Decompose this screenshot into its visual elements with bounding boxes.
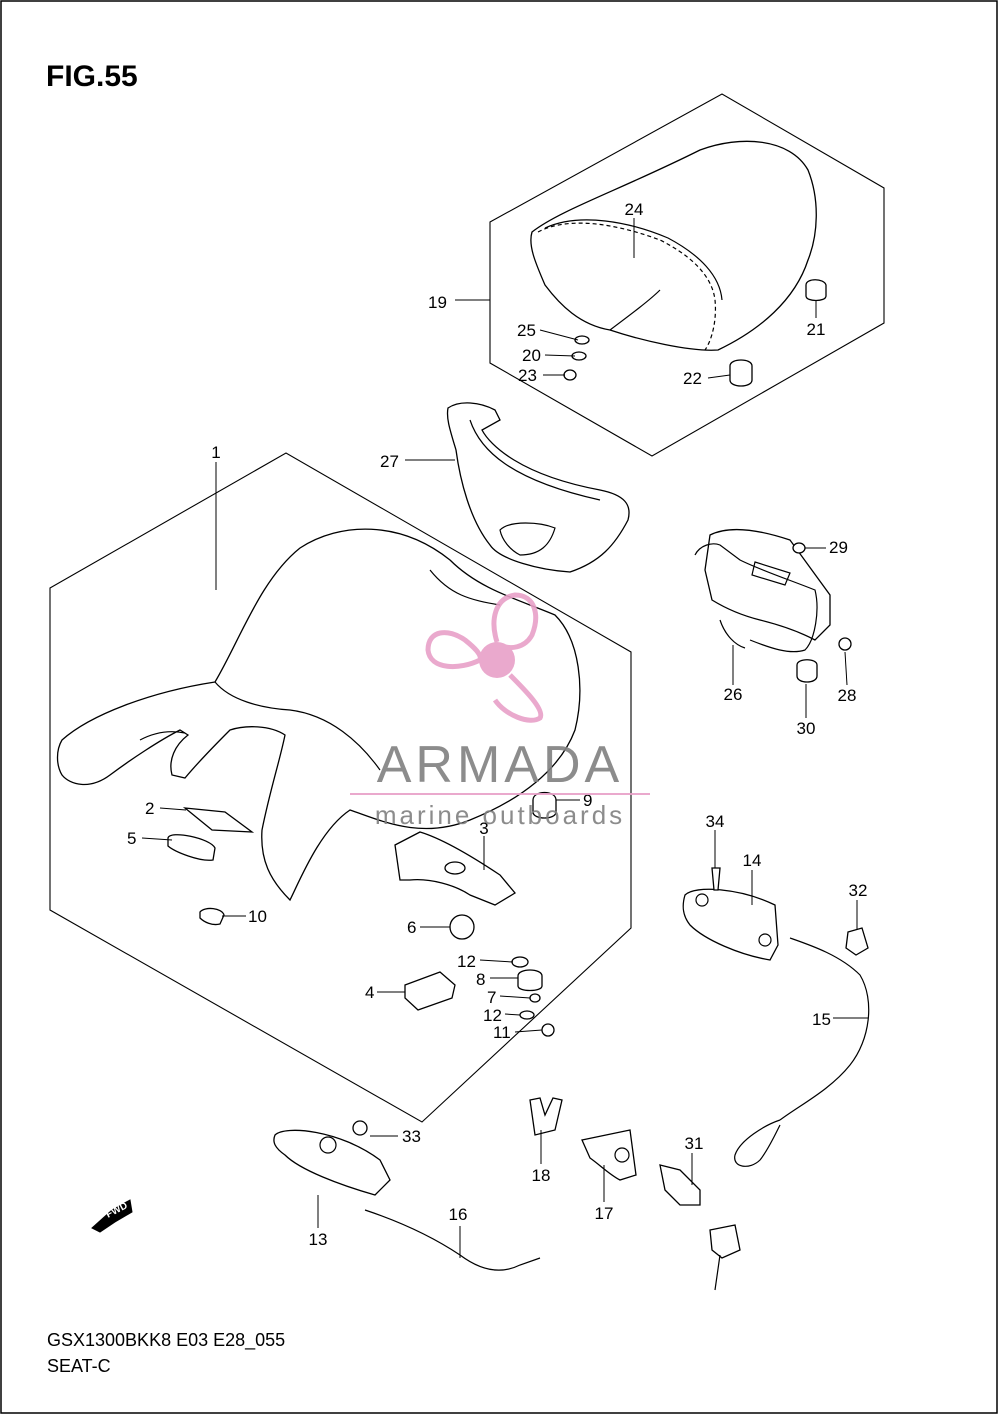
callout-23: 23 xyxy=(518,366,537,385)
collar-7 xyxy=(529,993,541,1003)
callout-11: 11 xyxy=(493,1023,511,1042)
model-code: GSX1300BKK8 E03 E28_055 xyxy=(47,1330,286,1350)
callout-27: 27 xyxy=(380,452,399,471)
cushion-30 xyxy=(796,659,818,683)
callout-32: 32 xyxy=(849,881,868,900)
callout-5: 5 xyxy=(127,829,136,848)
callout-2: 2 xyxy=(145,799,154,818)
callout-1: 1 xyxy=(211,443,220,462)
bracket-3-hole xyxy=(444,861,466,875)
callout-16: 16 xyxy=(449,1205,468,1224)
callout-19: 19 xyxy=(428,293,447,312)
callout-21: 21 xyxy=(807,320,826,339)
key-31-head xyxy=(709,1224,741,1259)
leader-lines xyxy=(141,218,868,1258)
holder-18 xyxy=(529,1097,563,1136)
watermark-brand: ARMADA xyxy=(377,736,623,794)
callout-22: 22 xyxy=(683,369,702,388)
seat-lock-14-hole xyxy=(695,893,709,907)
callout-10: 10 xyxy=(248,907,267,926)
seat-cowl-part xyxy=(530,140,817,351)
washer-12-upper xyxy=(511,956,529,968)
callout-12-lower: 12 xyxy=(483,1006,502,1025)
nut-23 xyxy=(563,369,577,381)
callout-labels: 1 2 3 4 5 6 7 8 9 10 11 12 12 13 14 15 1… xyxy=(127,200,867,1249)
screw-34 xyxy=(711,867,721,891)
armada-watermark: ARMADA marine outboards xyxy=(350,592,650,830)
key-31-blade xyxy=(714,1254,721,1291)
grommet-10 xyxy=(199,907,225,926)
callout-9: 9 xyxy=(583,791,592,810)
callout-30: 30 xyxy=(797,719,816,738)
clamp-32 xyxy=(845,927,869,956)
callout-4: 4 xyxy=(365,983,374,1002)
cable-15 xyxy=(779,937,870,1121)
callout-8: 8 xyxy=(476,970,485,989)
tail-cover-part xyxy=(446,402,630,573)
washer-12-lower xyxy=(519,1010,535,1020)
cushion-8 xyxy=(517,969,543,992)
callout-33: 33 xyxy=(402,1127,421,1146)
bolt-28 xyxy=(838,637,852,651)
bracket-17-hole xyxy=(614,1147,630,1163)
callout-20: 20 xyxy=(522,346,541,365)
watermark-tagline: marine outboards xyxy=(375,800,625,830)
fwd-arrow: FWD xyxy=(91,1199,133,1233)
callout-29: 29 xyxy=(829,538,848,557)
callout-12-upper: 12 xyxy=(457,952,476,971)
washer-25 xyxy=(574,335,590,345)
callout-6: 6 xyxy=(407,918,416,937)
seat-lock-13 xyxy=(273,1129,391,1196)
seat-part xyxy=(56,528,581,902)
callout-17: 17 xyxy=(595,1204,614,1223)
cushion-4 xyxy=(404,971,456,1011)
bolt-33 xyxy=(352,1120,368,1136)
cushion-22 xyxy=(729,359,753,387)
handle-bracket-part xyxy=(694,528,831,653)
callout-31: 31 xyxy=(685,1134,704,1153)
group-frame-19 xyxy=(489,93,885,457)
callout-18: 18 xyxy=(532,1166,551,1185)
callout-25: 25 xyxy=(517,321,536,340)
cushion-5 xyxy=(167,834,216,861)
callout-34: 34 xyxy=(706,812,725,831)
figure-title: FIG.55 xyxy=(46,60,138,93)
nut-29 xyxy=(792,542,806,554)
clip-6 xyxy=(449,914,475,940)
seat-lock-13-hole xyxy=(319,1136,337,1154)
seat-lock-14-hole2 xyxy=(758,933,772,947)
callout-7: 7 xyxy=(487,988,496,1007)
callout-14: 14 xyxy=(743,851,762,870)
key-lock-31 xyxy=(659,1164,701,1206)
callout-3: 3 xyxy=(479,819,488,838)
group-frame-1 xyxy=(49,452,632,1123)
callout-24: 24 xyxy=(625,200,644,219)
callout-13: 13 xyxy=(309,1230,328,1249)
cable-15-loop xyxy=(734,1119,781,1167)
callout-26: 26 xyxy=(724,685,743,704)
bracket-17 xyxy=(581,1129,637,1181)
section-name: SEAT-C xyxy=(47,1356,111,1376)
callout-28: 28 xyxy=(838,686,857,705)
seat-lock-14 xyxy=(682,888,779,961)
cushion-21 xyxy=(805,279,827,302)
plate-2 xyxy=(182,807,255,833)
nut-11 xyxy=(541,1023,555,1037)
callout-15: 15 xyxy=(812,1010,831,1029)
propeller-logo-icon xyxy=(425,592,544,723)
